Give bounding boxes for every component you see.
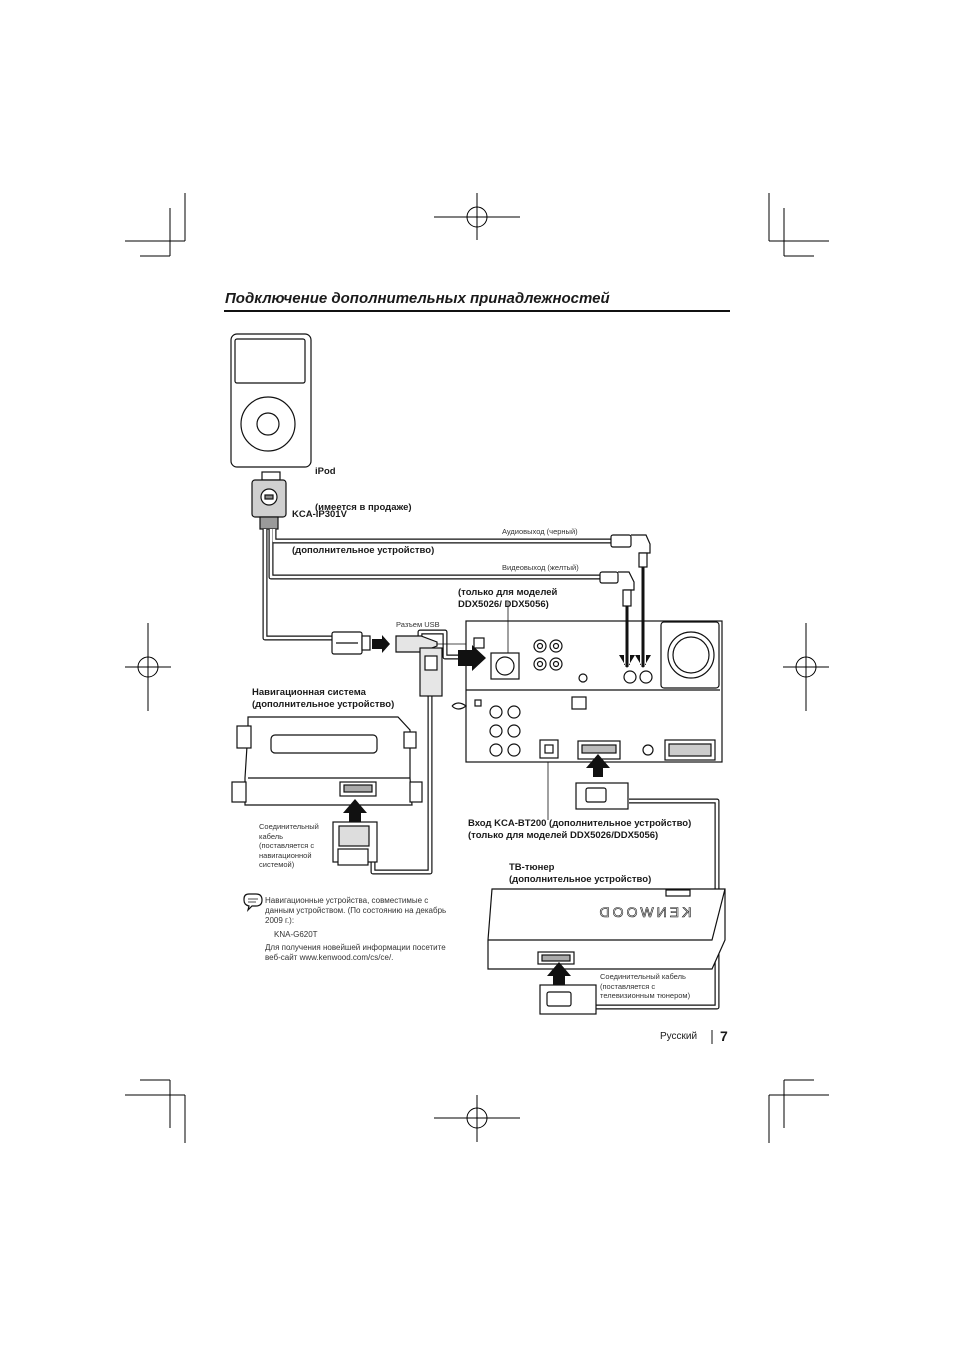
head-unit xyxy=(451,620,723,763)
video-out-label: Видеовыход (желтый) xyxy=(502,563,579,572)
bt-connector xyxy=(575,782,629,810)
cable-name: KCA-iP301V xyxy=(292,509,347,520)
arrow-video xyxy=(619,655,635,668)
usb-label: Разъем USB xyxy=(396,620,440,629)
arrow-usb xyxy=(372,635,390,653)
arrow-audio xyxy=(635,655,651,668)
ipod-label: iPod (имеется в продаже) xyxy=(315,442,412,526)
arrow-tv xyxy=(547,962,571,985)
cable-sub: (дополнительное устройство) xyxy=(292,545,435,556)
speech-bubble-icon xyxy=(243,893,263,912)
tv-cable-plug xyxy=(539,984,597,1015)
page-number: 7 xyxy=(720,1028,728,1044)
footer-language: Русский xyxy=(660,1031,698,1042)
ipod-sub: (имеется в продаже) xyxy=(315,502,412,513)
tv-cable-label: Соединительный кабель (поставляется с те… xyxy=(600,972,691,1000)
compat-note: Навигационные устройства, совместимые с … xyxy=(265,896,447,925)
ipod-device xyxy=(230,333,312,468)
arrow-nav-up xyxy=(343,799,367,822)
title-rule xyxy=(224,310,730,312)
audio-plug xyxy=(610,534,651,568)
nav-system-box xyxy=(231,716,423,806)
bt-input-label: Вход KCA-BT200 (дополнительное устройств… xyxy=(468,818,692,841)
nav-cable-label: Соединительный кабель (поставляется с на… xyxy=(259,822,319,869)
arrow-nav xyxy=(458,645,486,671)
nav-cable-plug xyxy=(332,821,378,866)
compat-model: KNA-G620T xyxy=(274,930,318,939)
tv-tuner-box xyxy=(487,888,726,970)
arrow-bt xyxy=(586,754,610,777)
tv-tuner-label: ТВ-тюнер (дополнительное устройство) xyxy=(509,862,652,885)
compat-web: Для получения новейшей информации посети… xyxy=(265,943,446,962)
video-plug xyxy=(599,571,635,607)
cable-label: KCA-iP301V (дополнительное устройство) xyxy=(292,485,434,569)
nav-cable-connector xyxy=(419,647,443,697)
ipod-name: iPod xyxy=(315,466,336,477)
audio-out-label: Аудиовыход (черный) xyxy=(502,527,578,536)
usb-plug xyxy=(331,631,371,655)
models-only-label: (только для моделей DDX5026/ DDX5056) xyxy=(458,587,558,610)
page-title: Подключение дополнительных принадлежност… xyxy=(225,290,610,307)
nav-system-label: Навигационная система (дополнительное ус… xyxy=(252,687,395,710)
dock-connector xyxy=(251,471,287,530)
tuner-brand: KENWOOD xyxy=(597,904,692,920)
